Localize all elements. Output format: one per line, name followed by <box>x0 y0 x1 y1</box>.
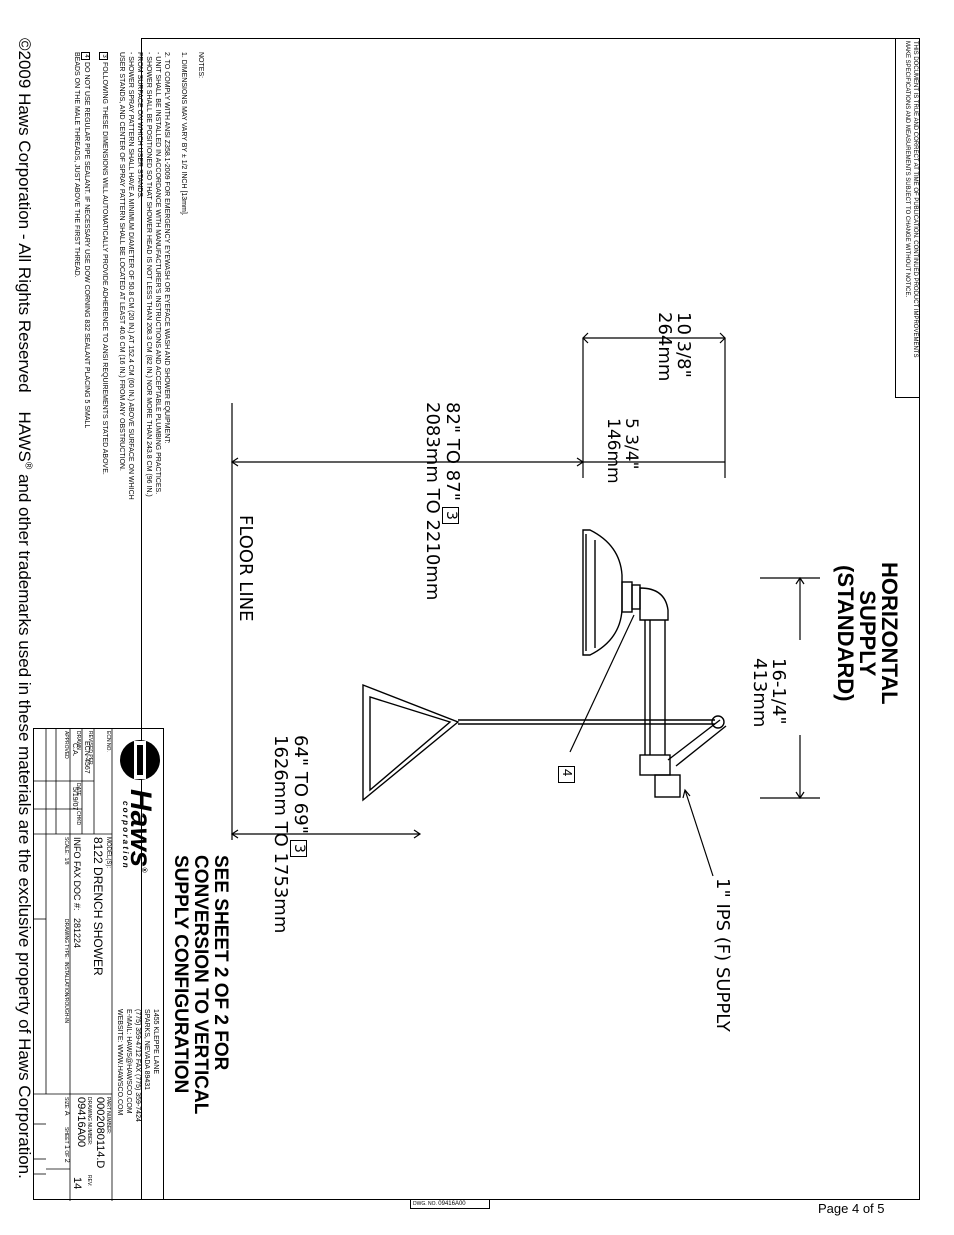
address-line-5: WEBSITE: WWW.HAWSCO.COM <box>116 1009 123 1116</box>
dimension-shower-height-mm: 2083mm TO 2210mm <box>422 402 443 601</box>
address-line-4: E-MAIL: HAWS@HAWSCO.COM <box>125 1009 132 1114</box>
date-value: 5/19/07 <box>71 787 78 811</box>
drawing-sheet-border <box>141 38 920 1200</box>
address-line-1: 1455 KLEPPE LANE <box>152 1009 159 1074</box>
dimension-top-offset-inches: 10 3/8" <box>673 312 694 378</box>
notice-box <box>895 38 920 398</box>
dimension-head-offset: 5 3/4" 146mm <box>603 418 641 484</box>
handle-height-note-ref: 3 <box>290 839 307 857</box>
dimension-top-offset-mm: 264mm <box>654 312 675 382</box>
title-block: Haws® c o r p o r a t i o n 1455 KLEPPE … <box>33 728 164 1201</box>
note-4-balloon-number: 4 <box>560 769 575 777</box>
approved-label: APPROVED <box>63 731 69 759</box>
dimension-reach: 16-1/4" 413mm <box>749 658 789 728</box>
haws-logo-icon <box>120 740 160 780</box>
part-number-value: 0002080114.D <box>94 1097 106 1169</box>
sheet-field: SHEET 1 OF 2 <box>63 1127 70 1163</box>
model-label: MODEL(S): <box>105 837 111 869</box>
leader-lines <box>569 614 714 877</box>
dimension-handle-height-mm: 1626mm TO 1753mm <box>270 735 291 934</box>
pull-rod-handle <box>362 683 715 802</box>
shower-head <box>582 529 641 656</box>
floor-line-label: FLOOR LINE <box>235 515 256 622</box>
dimension-shower-height-inches: 82" TO 87"3 <box>442 402 463 600</box>
dimension-head-offset-inches: 5 3/4" <box>621 418 641 470</box>
dimension-handle-height: 64" TO 69"3 1626mm TO 1753mm <box>270 735 311 934</box>
rev-value: 14 <box>71 1177 83 1190</box>
dimension-shower-height: 82" TO 87"3 2083mm TO 2210mm <box>422 402 463 601</box>
drawing-number-reference: DWG. NO. 09416A00 <box>410 1199 490 1209</box>
dimension-reach-mm: 413mm <box>749 658 770 728</box>
drawing-number-value: 09416A00 <box>75 1097 87 1148</box>
address-line-2: SPARKS, NEVADA 89431 <box>143 1009 150 1091</box>
title-line-1: HORIZONTAL <box>877 562 902 705</box>
see-sheet-line-1: SEE SHEET 2 OF 2 FOR <box>210 855 231 1071</box>
address-line-3: (775) 359-4712 FAX (775) 359-7424 <box>134 1009 141 1122</box>
ecn-label: ECN NO. <box>105 731 111 752</box>
supply-label: 1" IPS (F) SUPPLY <box>712 878 733 1032</box>
page-number: Page 4 of 5 <box>818 1201 885 1216</box>
checked-label: CHKD <box>75 811 81 826</box>
dimension-head-offset-mm: 146mm <box>603 418 623 484</box>
info-fax-doc: INFO FAX DOC #: 281224 <box>72 837 82 949</box>
haws-wordmark-sub: c o r p o r a t i o n <box>121 801 130 868</box>
dimension-top-offset: 10 3/8" 264mm <box>654 312 694 382</box>
see-sheet-line-3: SUPPLY CONFIGURATION <box>170 855 191 1094</box>
title-line-3: (STANDARD) <box>833 565 858 702</box>
title-block-grid <box>34 729 113 1201</box>
supply-pipe <box>639 587 727 798</box>
dimension-reach-inches: 16-1/4" <box>768 658 789 725</box>
horizontal-supply-title: HORIZONTAL SUPPLY (STANDARD) <box>833 562 902 705</box>
ecn-value: ECN-4567 <box>83 741 90 774</box>
drawing-type: DRAWING TYPE: INSTALLATION/ROUGH-IN <box>63 919 69 1024</box>
model-value: 8122 DRENCH SHOWER <box>91 837 105 976</box>
dimension-handle-height-inches: 64" TO 69"3 <box>290 735 311 933</box>
company-address: 1455 KLEPPE LANE SPARKS, NEVADA 89431 (7… <box>115 1009 160 1122</box>
shower-height-note-ref: 3 <box>442 506 459 524</box>
title-line-2: SUPPLY <box>855 590 880 677</box>
see-sheet-line-2: CONVERSION TO VERTICAL <box>190 855 211 1115</box>
rev-label: REV: <box>86 1175 92 1187</box>
scale-label: SCALE: 1/8 <box>63 837 69 865</box>
see-sheet-note: SEE SHEET 2 OF 2 FOR CONVERSION TO VERTI… <box>170 855 231 1115</box>
dimension-lines <box>230 332 820 840</box>
drawn-value: C.A. <box>71 743 78 757</box>
size-field: SIZE: A <box>63 1097 70 1116</box>
note-4-balloon: 4 <box>558 766 575 783</box>
